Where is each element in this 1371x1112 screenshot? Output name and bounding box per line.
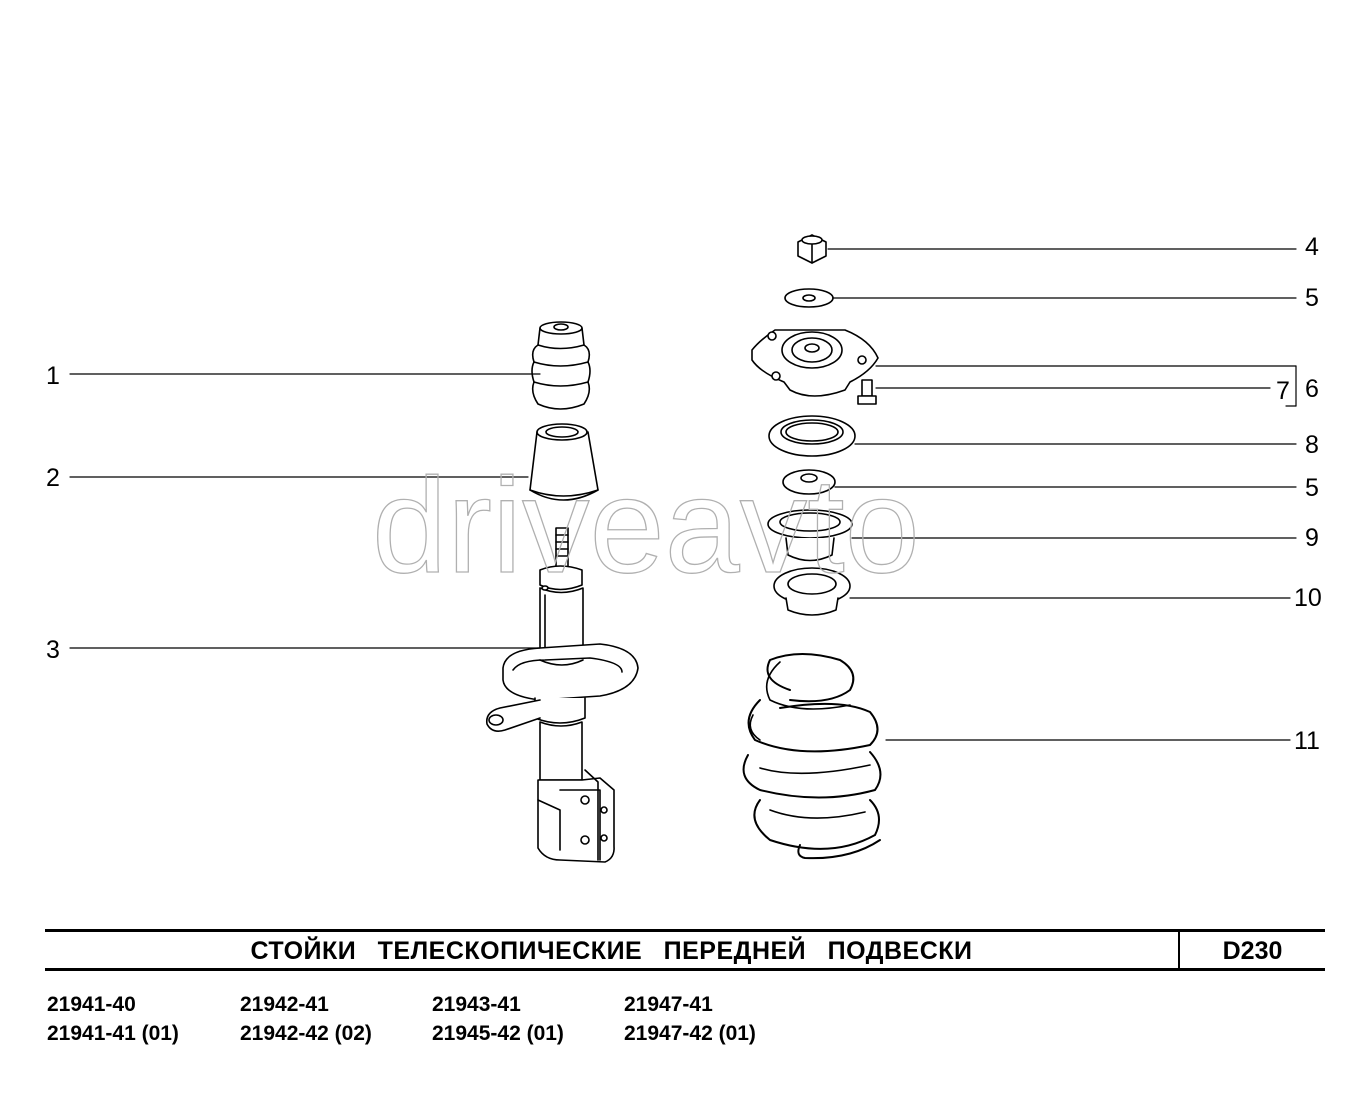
callout-5-upper: 5	[1305, 284, 1319, 312]
title-divider	[1178, 932, 1180, 968]
model-code: 21942-42 (02)	[240, 1022, 372, 1045]
callout-3: 3	[46, 636, 60, 664]
model-code: 21941-41 (01)	[47, 1022, 179, 1045]
callout-10: 10	[1294, 584, 1322, 612]
spring-seat-upper-part	[767, 509, 853, 562]
model-code: 21943-41	[432, 993, 521, 1016]
upper-support-part	[751, 329, 879, 397]
title-bar: СТОЙКИ ТЕЛЕСКОПИЧЕСКИЕ ПЕРЕДНЕЙ ПОДВЕСКИ…	[45, 929, 1325, 971]
model-column: 21942-41 21942-42 (02)	[240, 990, 430, 1048]
callout-8: 8	[1305, 431, 1319, 459]
model-code: 21947-42 (01)	[624, 1022, 756, 1045]
page-code: D230	[1222, 937, 1283, 965]
callout-7: 7	[1276, 377, 1290, 405]
strut-part	[485, 527, 639, 863]
model-column: 21941-40 21941-41 (01)	[47, 990, 237, 1048]
model-code: 21945-42 (01)	[432, 1022, 564, 1045]
model-column: 21943-41 21945-42 (01)	[432, 990, 622, 1048]
model-code: 21941-40	[47, 993, 136, 1016]
spring-insulator-part	[773, 567, 851, 616]
callout-11: 11	[1294, 727, 1320, 755]
model-list: 21941-40 21941-41 (01) 21942-41 21942-42…	[47, 990, 847, 1060]
leader-lines	[69, 248, 1297, 741]
coil-spring-part	[742, 653, 882, 860]
callout-numbers: 1 2 3 4 5 6 7 8 5 9 10 11	[46, 233, 1322, 755]
callout-4: 4	[1305, 233, 1319, 261]
watermark: driveavto	[372, 450, 920, 601]
page-title: СТОЙКИ ТЕЛЕСКОПИЧЕСКИЕ ПЕРЕДНЕЙ ПОДВЕСКИ	[250, 937, 973, 965]
washer-upper-part	[784, 288, 834, 308]
callout-6: 6	[1305, 375, 1319, 403]
nut-part	[797, 234, 827, 264]
bearing-part	[768, 415, 856, 457]
model-column: 21947-41 21947-42 (01)	[624, 990, 814, 1048]
callout-5-lower: 5	[1305, 474, 1319, 502]
model-code: 21947-41	[624, 993, 713, 1016]
bolt-part	[857, 379, 877, 405]
washer-lower-part	[782, 469, 836, 495]
callout-1: 1	[46, 362, 60, 390]
model-code: 21942-41	[240, 993, 329, 1016]
callout-2: 2	[46, 464, 60, 492]
callout-9: 9	[1305, 524, 1319, 552]
protective-boot-part	[529, 423, 599, 501]
bump-stop-part	[531, 321, 591, 410]
